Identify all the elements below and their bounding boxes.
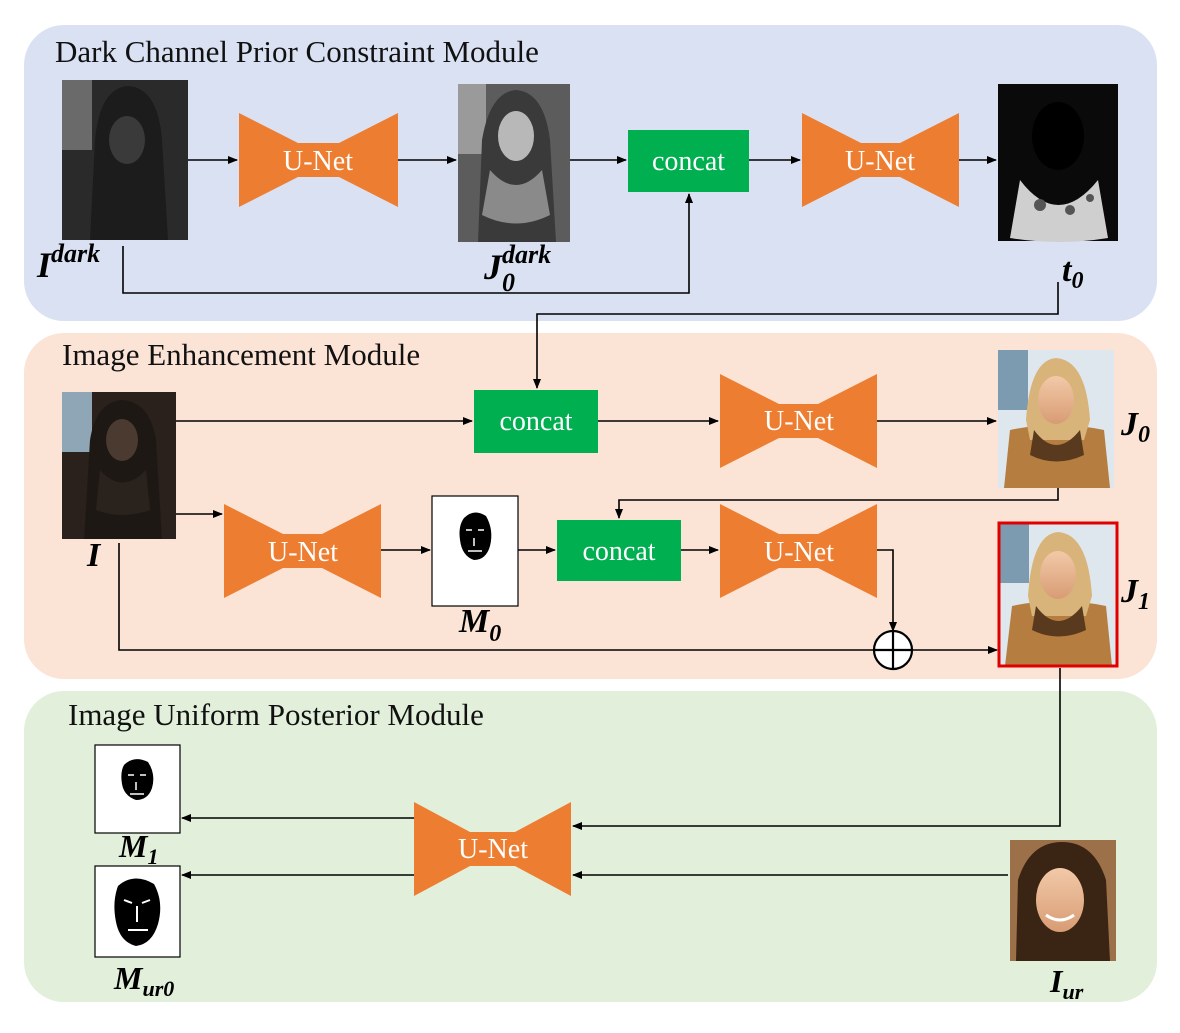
svg-text:U-Net: U-Net bbox=[764, 537, 834, 568]
label-m0: M0 bbox=[458, 603, 501, 647]
mask-m0 bbox=[431, 495, 519, 607]
label-j1: J1 bbox=[1120, 573, 1150, 615]
unet-block-dark-2: U-Net bbox=[802, 113, 959, 207]
concat-block-enh-2: concat bbox=[557, 520, 681, 581]
image-j0-dark bbox=[458, 84, 570, 242]
label-j0: J0 bbox=[1120, 406, 1150, 448]
label-i: I bbox=[86, 537, 102, 574]
unet-block-posterior: U-Net bbox=[414, 802, 571, 896]
image-uniform-posterior-module-title: Image Uniform Posterior Module bbox=[68, 697, 484, 732]
image-enhancement-module-title: Image Enhancement Module bbox=[62, 337, 420, 372]
image-uniform-posterior-module-panel bbox=[24, 691, 1157, 1002]
unet-block-enh-2: U-Net bbox=[224, 504, 381, 598]
label-t0: t0 bbox=[1062, 252, 1083, 294]
unet-block-enh-1: U-Net bbox=[720, 374, 877, 468]
svg-text:concat: concat bbox=[582, 536, 655, 567]
mask-m1 bbox=[94, 744, 181, 834]
svg-text:concat: concat bbox=[499, 406, 572, 437]
svg-text:concat: concat bbox=[652, 146, 725, 177]
connector-arrows bbox=[118, 156, 1061, 879]
mask-mur0 bbox=[94, 865, 181, 958]
svg-text:U-Net: U-Net bbox=[845, 146, 915, 177]
label-m1: M1 bbox=[118, 828, 158, 869]
image-i-dark bbox=[62, 80, 188, 240]
concat-block-dark: concat bbox=[628, 130, 749, 192]
sum-plus-node bbox=[872, 629, 914, 671]
label-iur: Iur bbox=[1049, 963, 1084, 1004]
svg-text:U-Net: U-Net bbox=[268, 537, 338, 568]
label-i-dark: Idark bbox=[36, 239, 100, 285]
svg-text:U-Net: U-Net bbox=[283, 146, 353, 177]
label-mur0: Mur0 bbox=[113, 960, 174, 1001]
dark-channel-module-panel bbox=[24, 25, 1157, 321]
svg-text:U-Net: U-Net bbox=[764, 406, 834, 437]
unet-block-enh-3: U-Net bbox=[720, 504, 877, 598]
image-j0 bbox=[998, 350, 1114, 488]
image-i bbox=[62, 392, 176, 539]
image-enhancement-module-panel bbox=[24, 333, 1157, 679]
image-j1 bbox=[997, 521, 1119, 668]
image-iur bbox=[1010, 840, 1116, 961]
dark-channel-module-title: Dark Channel Prior Constraint Module bbox=[55, 34, 539, 69]
svg-text:U-Net: U-Net bbox=[458, 834, 528, 865]
concat-block-enh-1: concat bbox=[474, 390, 598, 453]
unet-block-dark-1: U-Net bbox=[239, 113, 398, 207]
image-t0 bbox=[998, 84, 1118, 242]
